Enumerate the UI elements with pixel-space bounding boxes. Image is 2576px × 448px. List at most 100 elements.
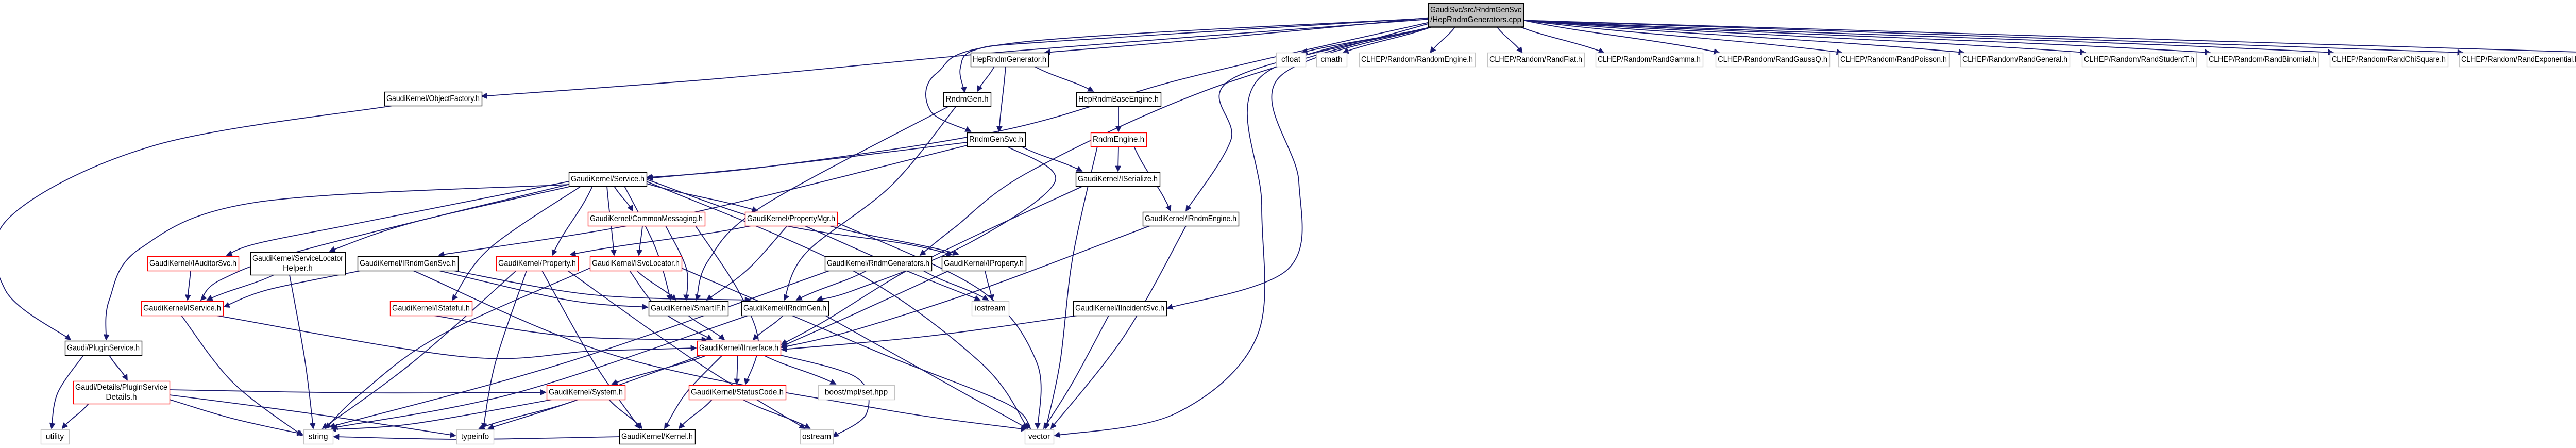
edge-iinterface_h-to-boost_mpl_set_hpp — [763, 355, 837, 385]
node-label-irndmengine_h: GaudiKernel/IRndmEngine.h — [1145, 214, 1236, 223]
node-vector[interactable]: vector — [1024, 429, 1055, 445]
node-clhep_randgeneral[interactable]: CLHEP/Random/RandGeneral.h — [1960, 52, 2071, 68]
node-box-irndmengine_h — [1142, 211, 1240, 227]
edge-property_h-to-ostream — [567, 270, 806, 429]
node-label-objectfactory_h: GaudiKernel/ObjectFactory.h — [386, 94, 480, 103]
node-propertymgr_h[interactable]: GaudiKernel/PropertyMgr.h — [744, 211, 838, 227]
node-label-clhep_randgeneral: CLHEP/Random/RandGeneral.h — [1962, 55, 2067, 64]
node-pluginservice_h[interactable]: Gaudi/PluginService.h — [64, 340, 143, 356]
node-box-rndmgenerators_h — [824, 256, 933, 272]
node-kernel_h[interactable]: GaudiKernel/Kernel.h — [619, 429, 696, 445]
edge-pluginservicedetails_h-to-utility — [61, 403, 89, 429]
node-rndmengine_h[interactable]: RndmEngine.h — [1090, 132, 1147, 147]
edge-irndmgensvc_h-to-vector — [413, 270, 1027, 432]
node-label-heprndmbaseengine_h: HepRndmBaseEngine.h — [1078, 95, 1159, 104]
node-clhep_randgamma[interactable]: CLHEP/Random/RandGamma.h — [1595, 52, 1704, 68]
edge-objectfactory_h-to-pluginservice_h — [0, 105, 393, 341]
node-label-kernel_h: GaudiKernel/Kernel.h — [621, 433, 693, 441]
node-clhep_randomengine[interactable]: CLHEP/Random/RandomEngine.h — [1359, 52, 1476, 68]
edge-service_h-to-smartif_h — [624, 186, 672, 301]
node-iauditorsvc_h[interactable]: GaudiKernel/IAuditorSvc.h — [147, 256, 240, 272]
node-iproperty_h[interactable]: GaudiKernel/IProperty.h — [941, 256, 1027, 272]
edge-statuscode_h-to-kernel_h — [678, 399, 713, 429]
node-label-commonmessaging_h: GaudiKernel/CommonMessaging.h — [590, 214, 703, 223]
node-rndmgenerators_h[interactable]: GaudiKernel/RndmGenerators.h — [824, 256, 933, 272]
edge-iproperty_h-to-iostream — [985, 270, 994, 301]
node-box-clhep_randpoisson — [1838, 52, 1950, 68]
node-box-statuscode_h — [688, 385, 787, 401]
node-box-iservice_h — [141, 301, 224, 317]
edge-property_h-to-string — [321, 270, 517, 429]
node-service_h[interactable]: GaudiKernel/Service.h — [568, 172, 648, 187]
edge-pluginservice_h-to-pluginservicedetails_h — [109, 355, 128, 381]
node-label-clhep_randexponential: CLHEP/Random/RandExponential.h — [2461, 55, 2576, 64]
node-ostream[interactable]: ostream — [800, 429, 834, 445]
edge-iserialize_h-to-iinterface_h — [781, 186, 1083, 345]
node-box-boost_mpl_set_hpp — [818, 385, 895, 401]
node-smartif_h[interactable]: GaudiKernel/SmartIF.h — [648, 301, 729, 317]
node-label-isvclocator_h: GaudiKernel/ISvcLocator.h — [592, 259, 680, 268]
edge-hep_rndm_generator_h-to-rndmgensvc_h — [996, 66, 1006, 132]
edge-service_h-to-iauditorsvc_h — [226, 181, 569, 256]
node-iincidentsvc_h[interactable]: GaudiKernel/IIncidentSvc.h — [1073, 301, 1167, 317]
node-box-irndmgen_h — [741, 301, 829, 317]
node-hep_rndm_generator_h[interactable]: HepRndmGenerator.h — [970, 52, 1049, 68]
node-root[interactable]: GaudiSvc/src/RndmGenSvc/HepRndmGenerator… — [1428, 3, 1524, 28]
node-clhep_randexponential[interactable]: CLHEP/Random/RandExponential.h — [2459, 52, 2576, 68]
node-typeinfo[interactable]: typeinfo — [456, 429, 495, 445]
node-string[interactable]: string — [303, 429, 334, 445]
node-box-cmath — [1316, 52, 1348, 68]
node-clhep_randpoisson[interactable]: CLHEP/Random/RandPoisson.h — [1838, 52, 1950, 68]
edge-system_h-to-kernel_h — [608, 399, 643, 429]
edge-root-to-clhep_randflat — [1496, 26, 1523, 54]
node-heprndmbaseengine_h[interactable]: HepRndmBaseEngine.h — [1076, 92, 1162, 107]
node-rndmgen_h[interactable]: RndmGen.h — [943, 92, 992, 107]
node-clhep_randchisquare[interactable]: CLHEP/Random/RandChiSquare.h — [2329, 52, 2449, 68]
edge-istateful_h-to-iinterface_h — [433, 315, 708, 343]
node-cfloat[interactable]: cfloat — [1276, 52, 1307, 68]
node-property_h[interactable]: GaudiKernel/Property.h — [496, 256, 579, 272]
node-irndmengine_h[interactable]: GaudiKernel/IRndmEngine.h — [1142, 211, 1240, 227]
edge-servicelocatorhelper_h-to-iservice_h — [206, 274, 275, 301]
node-cmath[interactable]: cmath — [1316, 52, 1348, 68]
node-objectfactory_h[interactable]: GaudiKernel/ObjectFactory.h — [384, 91, 483, 107]
node-irndmgensvc_h[interactable]: GaudiKernel/IRndmGenSvc.h — [357, 256, 459, 272]
node-label-iostream: iostream — [975, 304, 1005, 313]
node-layer: GaudiSvc/src/RndmGenSvc/HepRndmGenerator… — [40, 3, 2576, 445]
node-box-clhep_randgaussq — [1715, 52, 1831, 68]
node-boost_mpl_set_hpp[interactable]: boost/mpl/set.hpp — [818, 385, 895, 401]
edge-root-to-clhep_randstudentt — [1523, 20, 2087, 56]
edge-property_h-to-kernel_h — [541, 270, 640, 429]
edge-service_h-to-commonmessaging_h — [614, 186, 633, 212]
node-box-cfloat — [1276, 52, 1307, 68]
node-irndmgen_h[interactable]: GaudiKernel/IRndmGen.h — [741, 301, 829, 317]
node-clhep_randgaussq[interactable]: CLHEP/Random/RandGaussQ.h — [1715, 52, 1831, 68]
node-isvclocator_h[interactable]: GaudiKernel/ISvcLocator.h — [589, 256, 683, 272]
node-box-vector — [1024, 429, 1055, 445]
node-clhep_randflat[interactable]: CLHEP/Random/RandFlat.h — [1487, 52, 1585, 68]
node-iservice_h[interactable]: GaudiKernel/IService.h — [141, 301, 224, 317]
edge-root-to-vector — [1054, 26, 1432, 438]
node-statuscode_h[interactable]: GaudiKernel/StatusCode.h — [688, 385, 787, 401]
node-system_h[interactable]: GaudiKernel/System.h — [546, 385, 626, 401]
node-iserialize_h[interactable]: GaudiKernel/ISerialize.h — [1075, 172, 1161, 187]
edge-pluginservicedetails_h-to-system_h — [169, 389, 547, 396]
node-box-iinterface_h — [697, 340, 782, 356]
edge-root-to-service_h — [646, 22, 1429, 180]
edge-isvclocator_h-to-smartif_h — [636, 270, 677, 301]
node-clhep_randbinomial[interactable]: CLHEP/Random/RandBinomial.h — [2206, 52, 2319, 68]
node-clhep_randstudentt[interactable]: CLHEP/Random/RandStudentT.h — [2081, 52, 2197, 68]
node-label-string: string — [309, 433, 328, 441]
node-iinterface_h[interactable]: GaudiKernel/IInterface.h — [697, 340, 782, 356]
node-iostream[interactable]: iostream — [971, 301, 1010, 317]
node-utility[interactable]: utility — [40, 429, 70, 445]
edge-root-to-clhep_randgaussq — [1523, 20, 1720, 55]
node-label-cmath: cmath — [1320, 55, 1342, 64]
node-istateful_h[interactable]: GaudiKernel/IStateful.h — [389, 301, 473, 317]
edge-isvclocator_h-to-string — [325, 268, 590, 429]
edge-root-to-objectfactory_h — [481, 19, 1429, 99]
node-commonmessaging_h[interactable]: GaudiKernel/CommonMessaging.h — [587, 211, 706, 227]
node-rndmgensvc_h[interactable]: RndmGenSvc.h — [967, 132, 1026, 147]
